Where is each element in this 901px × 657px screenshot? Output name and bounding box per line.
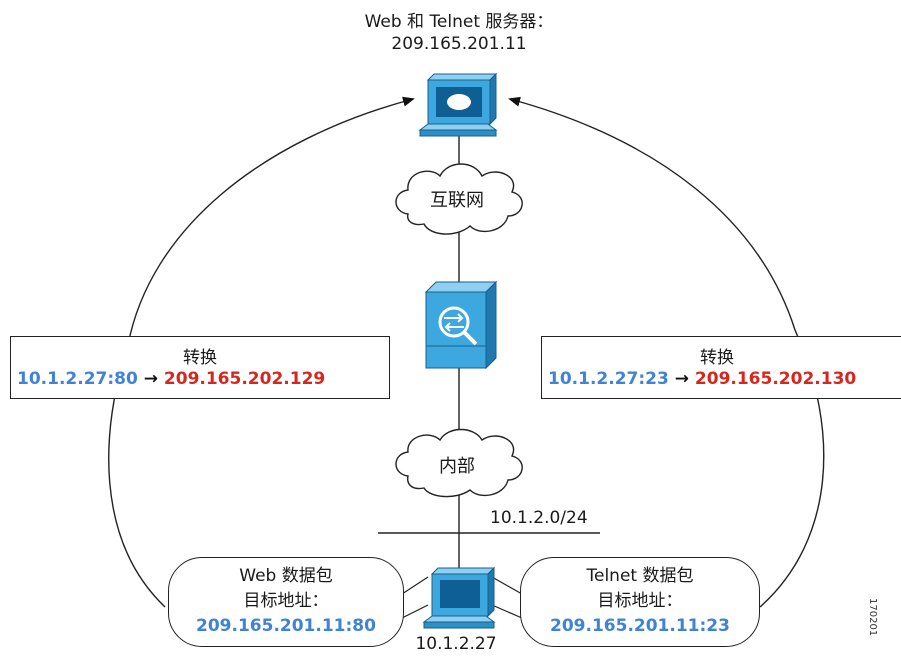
- host-workstation-icon: [422, 566, 496, 629]
- server-ip: 209.165.201.11: [391, 34, 527, 54]
- packet-type: Telnet 数据包: [586, 566, 694, 586]
- server-workstation-icon: [418, 72, 498, 137]
- internet-cloud-icon: [395, 163, 523, 235]
- packet-dest-label: 目标地址：: [243, 591, 329, 611]
- connector-left-bottom: [401, 604, 429, 619]
- translation-box-left: 转换 10.1.2.27:80 → 209.165.202.129: [10, 336, 390, 399]
- translation-row: 10.1.2.27:80 → 209.165.202.129: [17, 369, 325, 389]
- subnet-label: 10.1.2.0/24: [490, 508, 588, 528]
- connector-right-top: [491, 576, 523, 595]
- web-packet-bubble: Web 数据包 目标地址： 209.165.201.11:80: [168, 557, 404, 647]
- translation-target: 209.165.202.129: [163, 369, 326, 389]
- translation-target: 209.165.202.130: [694, 369, 857, 389]
- translation-arrow-icon: →: [143, 369, 158, 389]
- packet-dest-address: 209.165.201.11:80: [196, 616, 376, 636]
- translation-arrow-icon: →: [674, 369, 689, 389]
- right-flow-arrow: [508, 96, 825, 608]
- inside-cloud-icon: [395, 428, 523, 498]
- figure-id: 170201: [867, 598, 878, 637]
- translation-source: 10.1.2.27:23: [548, 369, 669, 389]
- translation-title: 转换: [183, 348, 217, 368]
- packet-dest-address: 209.165.201.11:23: [550, 616, 730, 636]
- connector-left-top: [401, 576, 429, 595]
- connector-right-bottom: [491, 604, 523, 619]
- telnet-packet-bubble: Telnet 数据包 目标地址： 209.165.201.11:23: [520, 557, 760, 647]
- packet-type: Web 数据包: [239, 566, 333, 586]
- translation-source: 10.1.2.27:80: [17, 369, 138, 389]
- translation-row: 10.1.2.27:23 → 209.165.202.130: [548, 369, 856, 389]
- inside-label: 内部: [439, 456, 475, 477]
- internet-label: 互联网: [430, 190, 484, 211]
- packet-dest-label: 目标地址：: [597, 591, 683, 611]
- server-label: Web 和 Telnet 服务器：: [364, 12, 554, 32]
- translation-box-right: 转换 10.1.2.27:23 → 209.165.202.130: [541, 336, 901, 399]
- security-appliance-icon: [424, 280, 498, 370]
- host-ip-label: 10.1.2.27: [415, 634, 497, 654]
- translation-title: 转换: [700, 348, 734, 368]
